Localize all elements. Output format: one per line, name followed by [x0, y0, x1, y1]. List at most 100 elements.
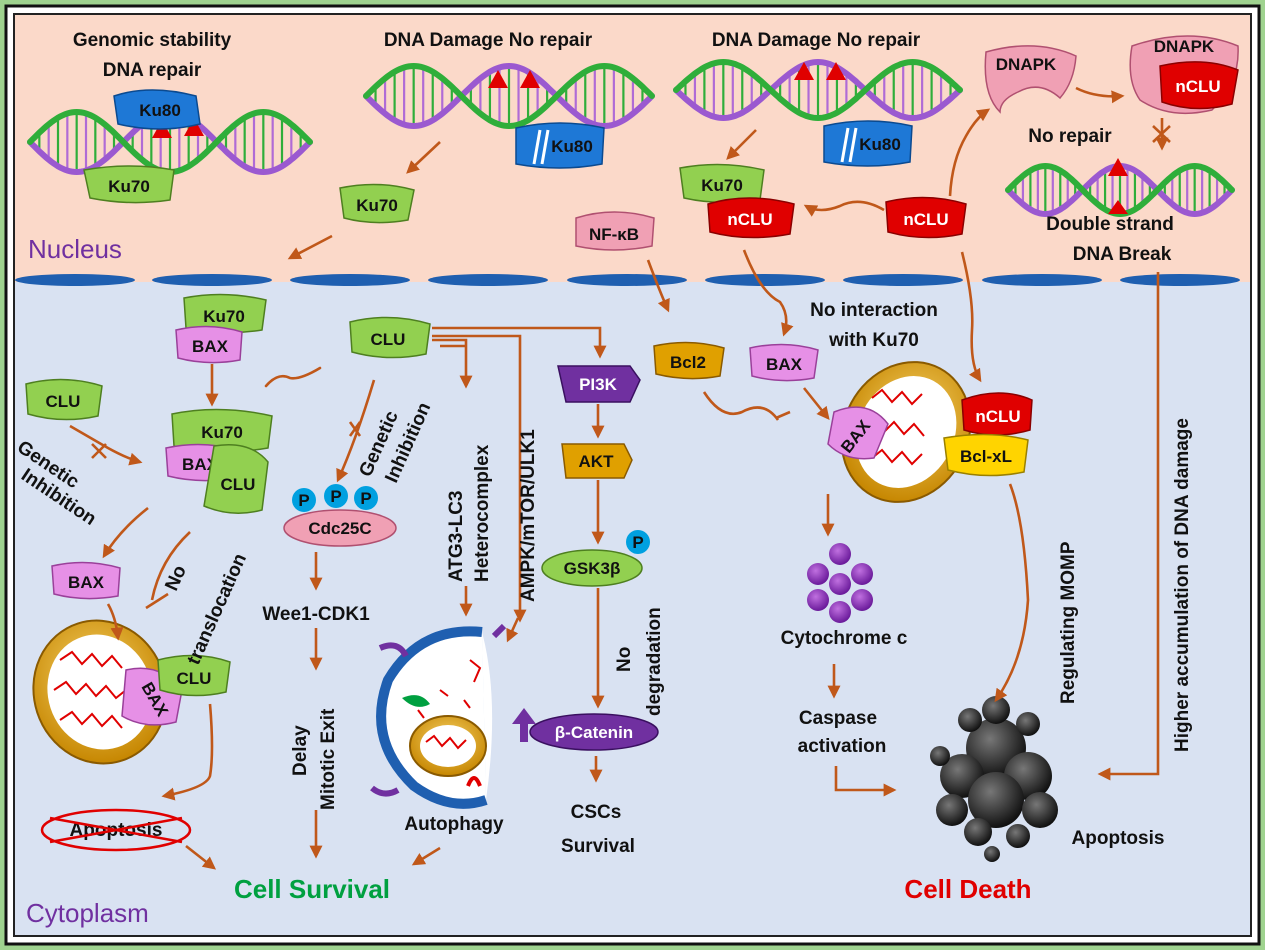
- svg-text:Ku80: Ku80: [551, 137, 593, 156]
- clu-protein-mito-left: CLU: [157, 654, 231, 697]
- phosphate-badge-gsk3b: P: [626, 530, 650, 554]
- svg-text:PI3K: PI3K: [579, 375, 618, 394]
- svg-text:P: P: [360, 489, 371, 508]
- dna-strand: [363, 62, 655, 130]
- clu-protein-left: CLU: [25, 378, 103, 421]
- svg-text:nCLU: nCLU: [975, 407, 1020, 426]
- dna-repair-heading: DNA repair: [103, 60, 202, 81]
- pathway-arrows: [69, 86, 1169, 870]
- bclxl-protein: Bcl-xL: [943, 433, 1029, 477]
- ku80-protein-genomic: Ku80: [113, 89, 201, 130]
- svg-text:GSK3β: GSK3β: [564, 559, 621, 578]
- dna-helix-double-strand-break: [1005, 162, 1235, 218]
- caspase-label: Caspase: [799, 708, 877, 729]
- heterocomplex-label: Heterocomplex: [472, 444, 493, 582]
- svg-text:β-Catenin: β-Catenin: [555, 723, 633, 742]
- regulating-momp-label: Regulating MOMP: [1058, 541, 1079, 704]
- cdc25c-protein: Cdc25C: [283, 509, 397, 547]
- apoptotic-body: [930, 696, 1058, 862]
- dnapk-protein: DNAPK: [984, 45, 1077, 114]
- no-interaction-label: No interaction: [810, 300, 938, 321]
- svg-text:CLU: CLU: [46, 392, 81, 411]
- ku70-protein-complex: Ku70: [679, 163, 765, 204]
- double-strand-label: Double strand: [1046, 214, 1174, 235]
- dna-damage-no-repair-heading-a: DNA Damage No repair: [384, 30, 593, 51]
- phosphate-badge-2: P: [324, 484, 348, 508]
- no-degradation-1: No: [614, 647, 635, 672]
- dna-strand: [363, 62, 655, 130]
- dna-break-label: DNA Break: [1073, 244, 1172, 265]
- autophagy-label: Autophagy: [404, 814, 504, 835]
- cscs-label: CSCs: [571, 802, 622, 823]
- ku80-broken-protein-a: Ku80: [515, 122, 605, 169]
- svg-text:DNAPK: DNAPK: [1154, 37, 1215, 56]
- svg-text:Cdc25C: Cdc25C: [308, 519, 371, 538]
- upregulation-arrow-icon: [512, 708, 536, 742]
- cytochrome-c-label: Cytochrome c: [781, 628, 908, 649]
- gsk3b-protein: GSK3β: [541, 549, 643, 587]
- svg-text:Bcl2: Bcl2: [670, 353, 706, 372]
- dna-strand: [673, 58, 963, 122]
- cell-death-label: Cell Death: [904, 874, 1031, 904]
- dna-strand: [673, 58, 963, 122]
- svg-text:CLU: CLU: [221, 475, 256, 494]
- svg-text:nCLU: nCLU: [1175, 77, 1220, 96]
- svg-text:Ku80: Ku80: [139, 101, 181, 120]
- ku70-protein-cytoplasm-top: Ku70: [183, 293, 267, 334]
- dna-damage-markers: [152, 62, 1128, 214]
- svg-text:P: P: [298, 491, 309, 510]
- svg-text:Ku70: Ku70: [201, 423, 243, 442]
- survival-label: Survival: [561, 836, 635, 857]
- phosphate-badge-3: P: [354, 486, 378, 510]
- svg-text:CLU: CLU: [177, 669, 212, 688]
- svg-text:Ku70: Ku70: [108, 177, 150, 196]
- ku80-broken-protein-b: Ku80: [823, 120, 913, 167]
- svg-text:Ku70: Ku70: [203, 307, 245, 326]
- dnapk-nclu-complex: DNAPK nCLU: [1129, 35, 1239, 115]
- svg-text:Ku80: Ku80: [859, 135, 901, 154]
- delay-label: Delay: [290, 725, 311, 776]
- svg-text:P: P: [330, 487, 341, 506]
- apoptosis-crossed: Apoptosis: [40, 808, 192, 852]
- svg-text:Ku70: Ku70: [701, 176, 743, 195]
- with-ku70-label: with Ku70: [828, 330, 919, 351]
- ampk-mtor-ulk1-label: AMPK/mTOR/ULK1: [518, 429, 539, 602]
- ku70-protein-free: Ku70: [339, 183, 415, 224]
- svg-text:DNAPK: DNAPK: [996, 55, 1057, 74]
- atg3-lc3-label: ATG3-LC3: [446, 491, 467, 582]
- no-repair-label: No repair: [1028, 126, 1112, 147]
- svg-text:AKT: AKT: [579, 452, 615, 471]
- mitochondrion-left: [32, 619, 168, 765]
- bax-protein-right: BAX: [749, 343, 819, 382]
- mitotic-exit-label: Mitotic Exit: [318, 708, 339, 810]
- higher-accumulation-label: Higher accumulation of DNA damage: [1172, 418, 1193, 752]
- svg-text:Ku70: Ku70: [356, 196, 398, 215]
- mitochondrion-right: [840, 361, 972, 503]
- svg-text:BAX: BAX: [766, 355, 803, 374]
- clu-protein-center: CLU: [349, 316, 431, 359]
- autophagosome: [370, 623, 507, 809]
- dna-helix-damage-a: [363, 62, 655, 130]
- activation-label: activation: [798, 736, 887, 757]
- phosphate-badge-1: P: [292, 488, 316, 512]
- no-degradation-2: degradation: [644, 607, 665, 716]
- pi3k-protein: PI3K: [557, 365, 641, 403]
- nucleus-label: Nucleus: [28, 234, 122, 264]
- inner-border: [13, 13, 1252, 937]
- bax-protein-mid-left: BAX: [51, 561, 121, 600]
- svg-text:NF-κB: NF-κB: [589, 225, 639, 244]
- akt-protein: AKT: [561, 443, 633, 479]
- genomic-stability-heading: Genomic stability: [73, 30, 232, 51]
- svg-text:BAX: BAX: [68, 573, 105, 592]
- svg-text:nCLU: nCLU: [727, 210, 772, 229]
- bcl2-protein: Bcl2: [653, 341, 725, 380]
- cell-survival-label: Cell Survival: [234, 874, 390, 904]
- svg-text:CLU: CLU: [371, 330, 406, 349]
- wee1-cdk1-label: Wee1-CDK1: [262, 604, 370, 625]
- nfkb-protein: NF-κB: [575, 211, 655, 251]
- apoptosis-label: Apoptosis: [1072, 828, 1165, 849]
- dna-damage-no-repair-heading-b: DNA Damage No repair: [712, 30, 921, 51]
- nuclear-membrane: [15, 274, 1240, 286]
- nclu-protein-free: nCLU: [885, 196, 967, 239]
